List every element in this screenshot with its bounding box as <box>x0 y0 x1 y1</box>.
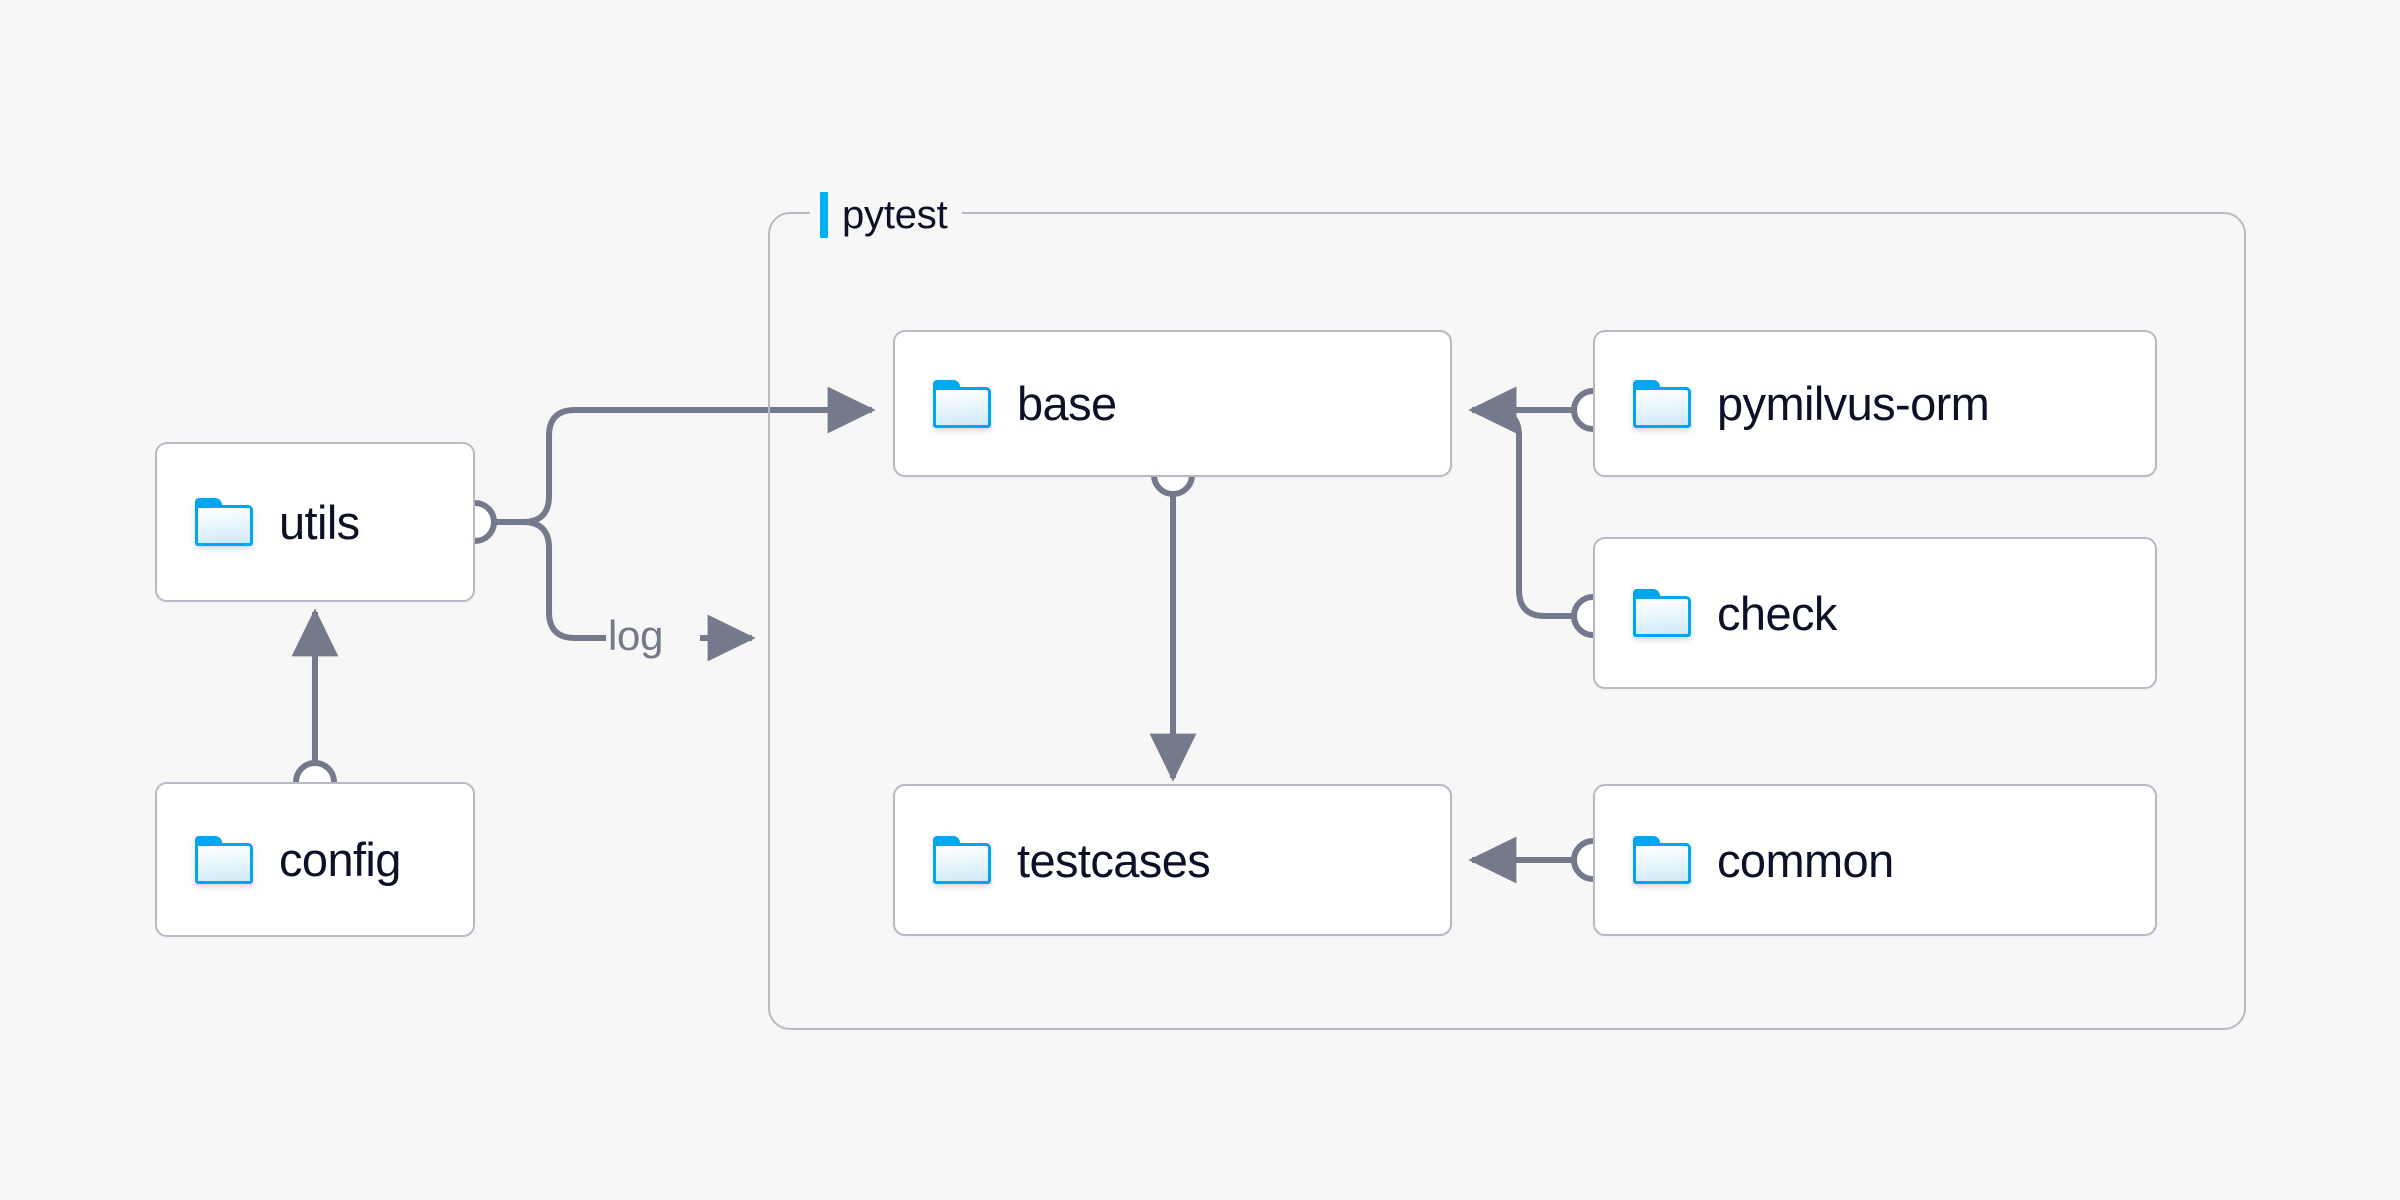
node-utils-label: utils <box>279 495 360 549</box>
folder-icon <box>1633 836 1691 884</box>
node-pymilvus-orm-label: pymilvus-orm <box>1717 377 1990 430</box>
node-config-label: config <box>279 833 401 886</box>
group-pytest <box>768 212 2246 1030</box>
group-pytest-title: pytest <box>842 193 948 237</box>
folder-icon <box>933 836 991 884</box>
folder-icon <box>195 498 253 546</box>
node-check-label: check <box>1717 586 1837 640</box>
folder-icon <box>1633 589 1691 637</box>
node-pymilvus-orm[interactable]: pymilvus-orm <box>1593 330 2157 477</box>
edge-config-utils <box>291 608 339 804</box>
folder-icon <box>1633 379 1691 428</box>
node-testcases[interactable]: testcases <box>893 784 1452 936</box>
group-accent-bar <box>820 192 828 238</box>
node-base[interactable]: base <box>893 330 1452 477</box>
node-check[interactable]: check <box>1593 537 2157 689</box>
node-common[interactable]: common <box>1593 784 2157 936</box>
node-config[interactable]: config <box>155 782 475 937</box>
edge-label-log: log <box>608 612 664 659</box>
node-utils[interactable]: utils <box>155 442 475 602</box>
group-pytest-label: pytest <box>810 188 962 242</box>
node-base-label: base <box>1017 377 1117 430</box>
node-common-label: common <box>1717 833 1894 887</box>
folder-icon <box>195 835 253 884</box>
folder-icon <box>933 379 991 428</box>
node-testcases-label: testcases <box>1017 833 1211 887</box>
